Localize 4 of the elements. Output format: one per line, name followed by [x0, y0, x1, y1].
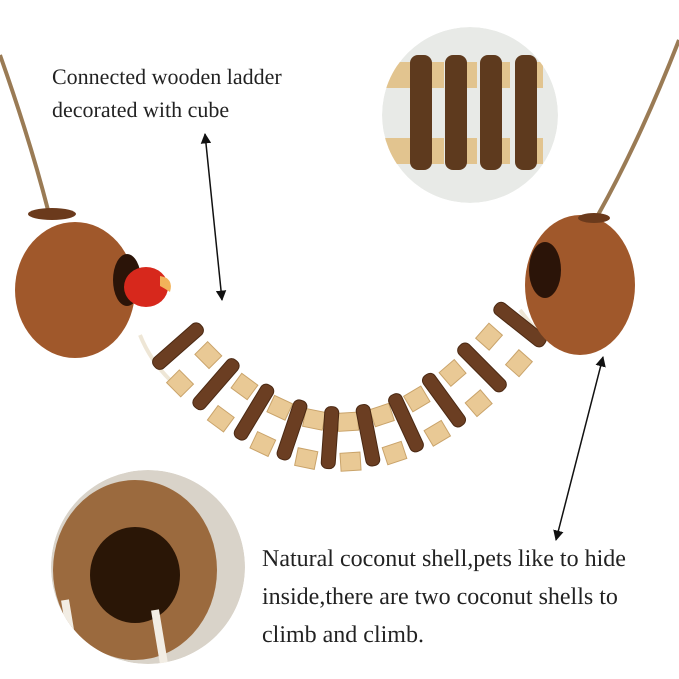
- leader-arrow: [200, 132, 226, 302]
- annotation-text: Connected wooden ladder decorated with cube: [52, 63, 283, 124]
- leader-arrow: [553, 356, 606, 542]
- annotation-text: Natural coconut shell,pets like to hide inside,there are two coconut shells to climb and climb.: [262, 545, 627, 650]
